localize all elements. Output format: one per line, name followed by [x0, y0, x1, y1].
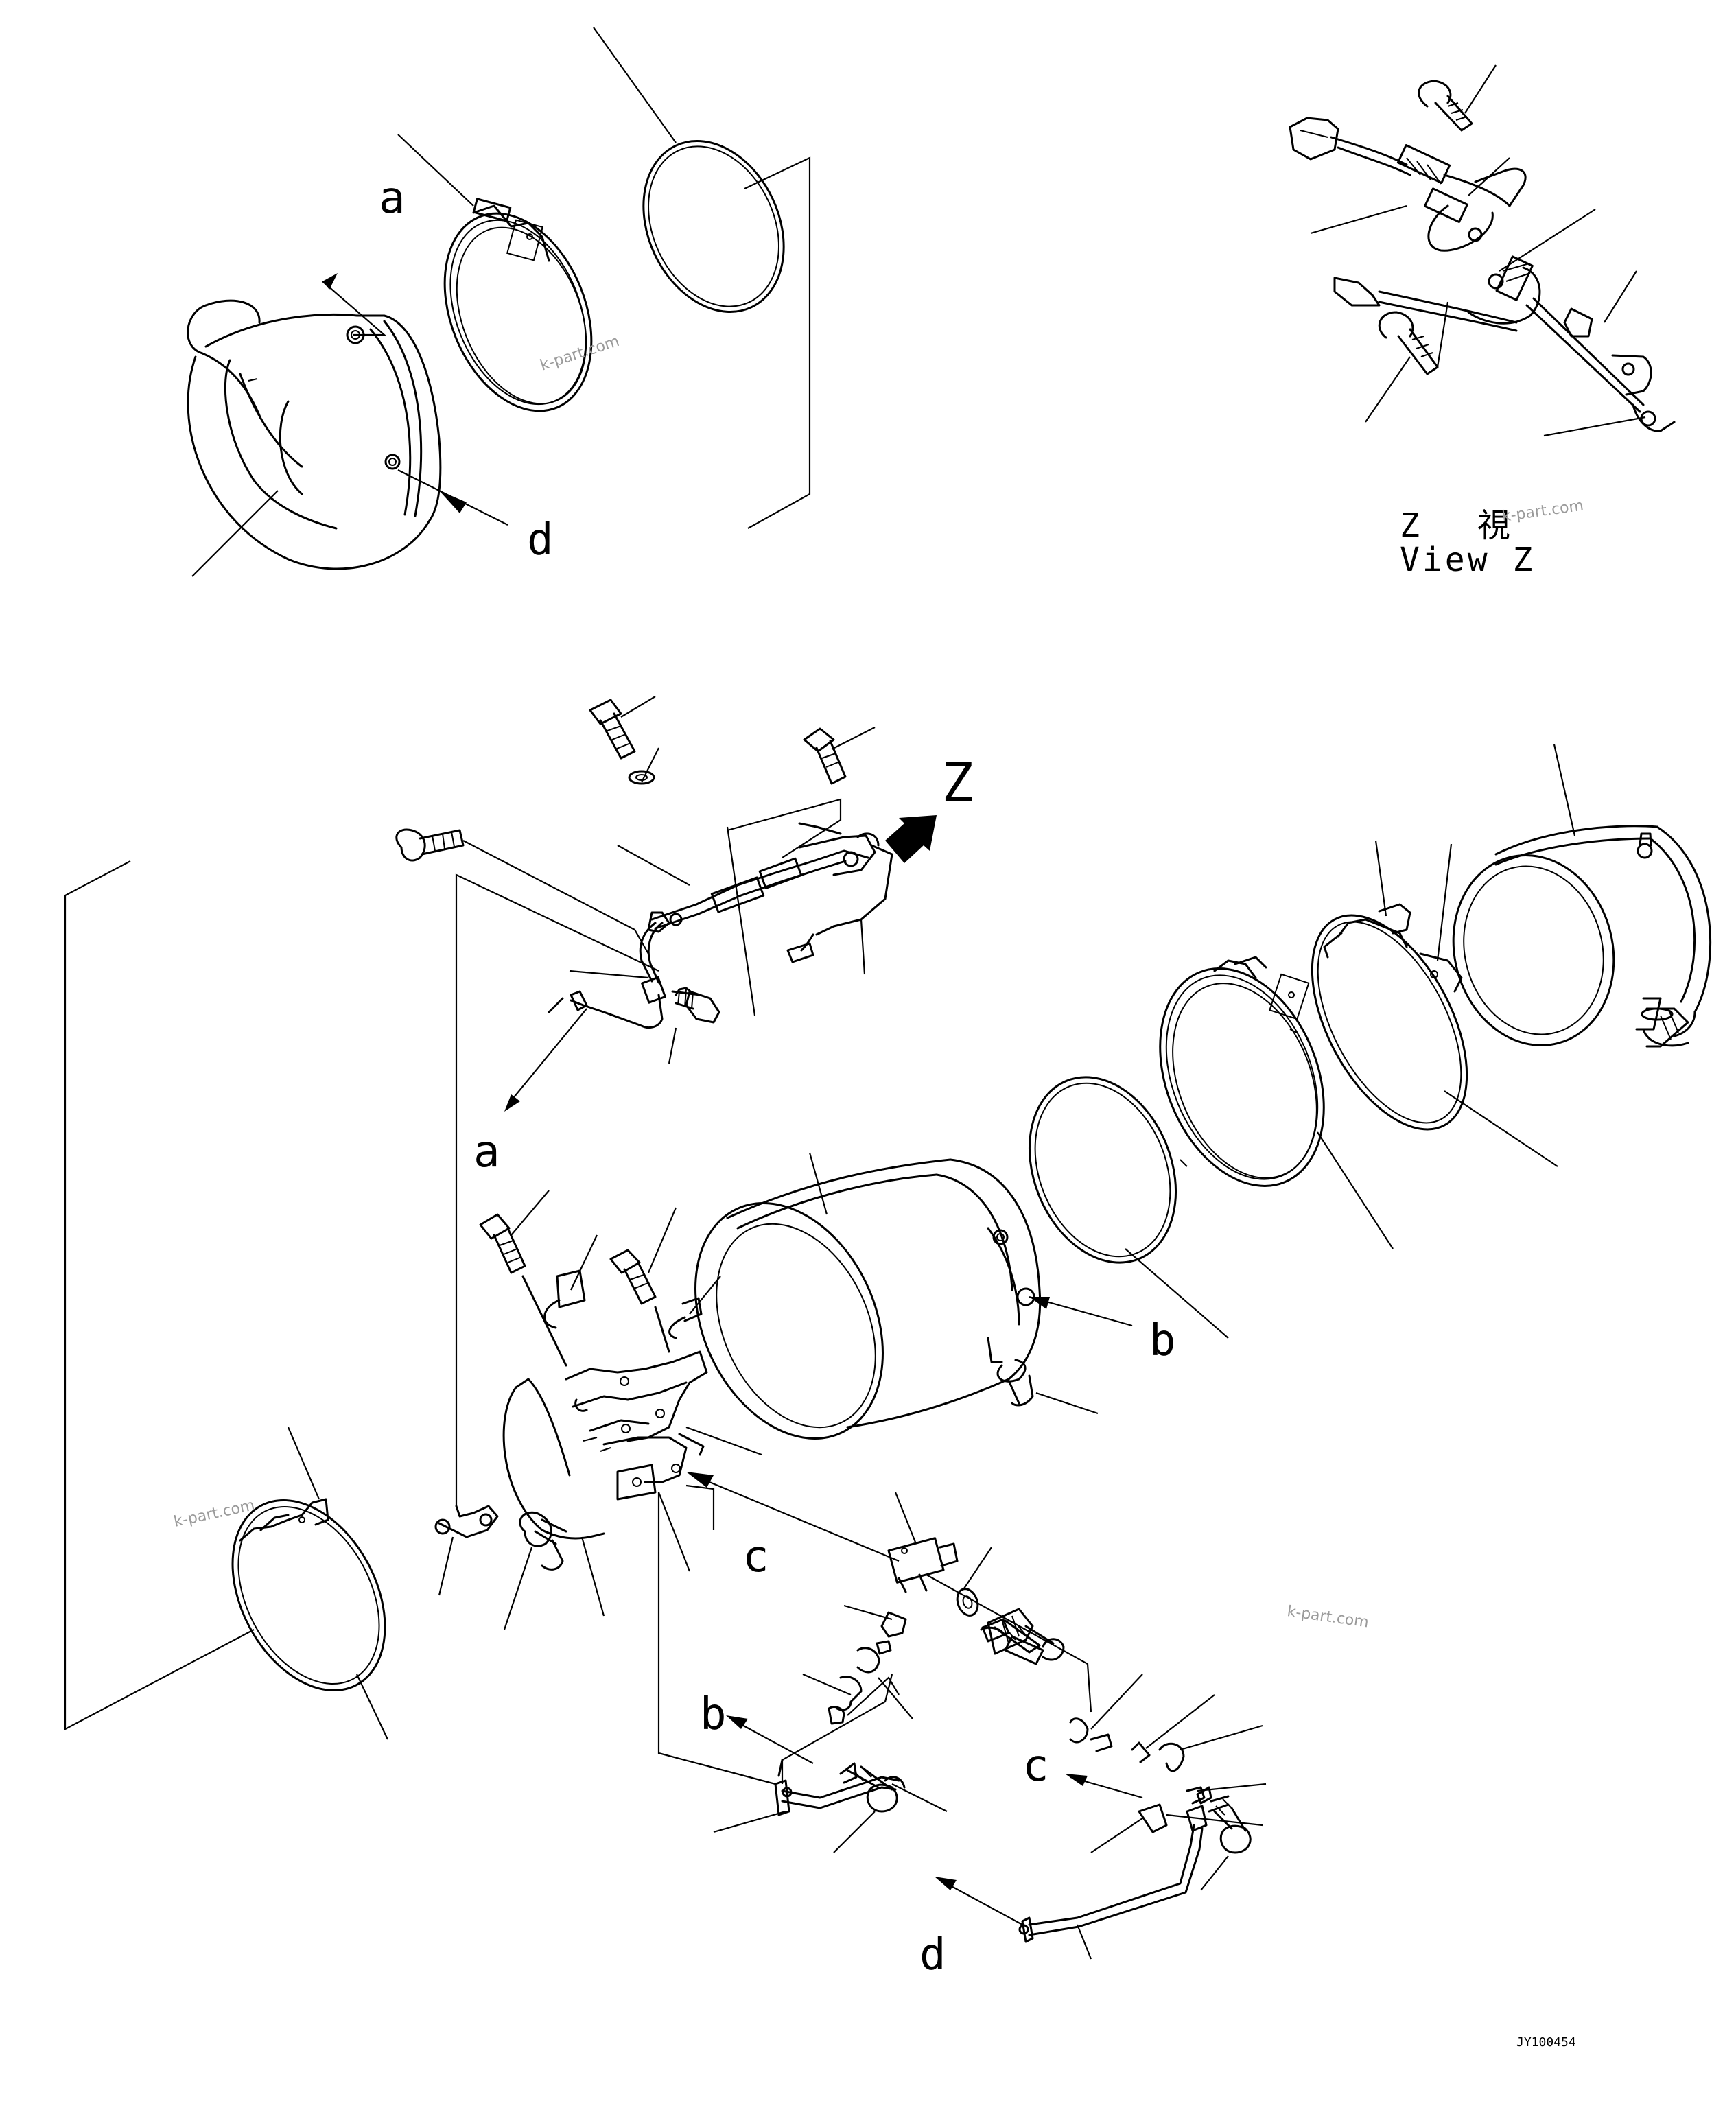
pressure-sensor-assembly: c — [686, 1472, 1267, 1853]
sensor-harness: a Z — [395, 696, 974, 1177]
ref-label-c-mid: c — [742, 1531, 769, 1582]
ref-label-d-low: d — [919, 1929, 946, 1980]
ref-label-b-right: b — [1149, 1315, 1176, 1366]
pressure-tube-d: d c — [919, 1741, 1208, 1980]
gasket-ring-top — [593, 27, 811, 529]
watermark-2: k-part.com — [1501, 497, 1584, 526]
watermark-1: k-part.com — [538, 333, 622, 375]
dpf-body: b — [694, 1152, 1176, 1440]
gasket-ring-mid — [1028, 1076, 1229, 1339]
ref-label-b-low: b — [700, 1689, 727, 1740]
view-z-harness: Z 視 View Z — [1289, 64, 1676, 579]
v-band-clamp-lower — [64, 860, 388, 1740]
ref-arrows-top: a d — [322, 173, 554, 565]
view-caption-jp: Z 視 — [1400, 506, 1523, 545]
outlet-pipe — [1452, 744, 1712, 1048]
view-caption-en: View Z — [1400, 541, 1535, 579]
ref-label-a-top: a — [379, 173, 406, 224]
ref-label-c-low: c — [1022, 1741, 1049, 1792]
view-z-marker: Z — [941, 753, 974, 814]
watermark-3: k-part.com — [172, 1497, 256, 1531]
watermarks: k-part.com k-part.com k-part.com k-part.… — [172, 333, 1584, 1632]
drawing-number: JY100454 — [1516, 2035, 1576, 2050]
v-band-clamp-mid — [1159, 956, 1394, 1249]
v-band-clamp-top — [397, 134, 593, 412]
v-band-clamp-outlet — [1311, 840, 1558, 1167]
inlet-cap — [187, 299, 442, 577]
harness-clip-bracket — [434, 873, 659, 1630]
inlet-bracket — [479, 1190, 762, 1617]
watermark-4: k-part.com — [1286, 1603, 1370, 1631]
ref-label-d-top: d — [527, 515, 554, 565]
ref-label-a-mid: a — [473, 1127, 500, 1177]
pressure-tube-b: b — [657, 1492, 948, 1833]
